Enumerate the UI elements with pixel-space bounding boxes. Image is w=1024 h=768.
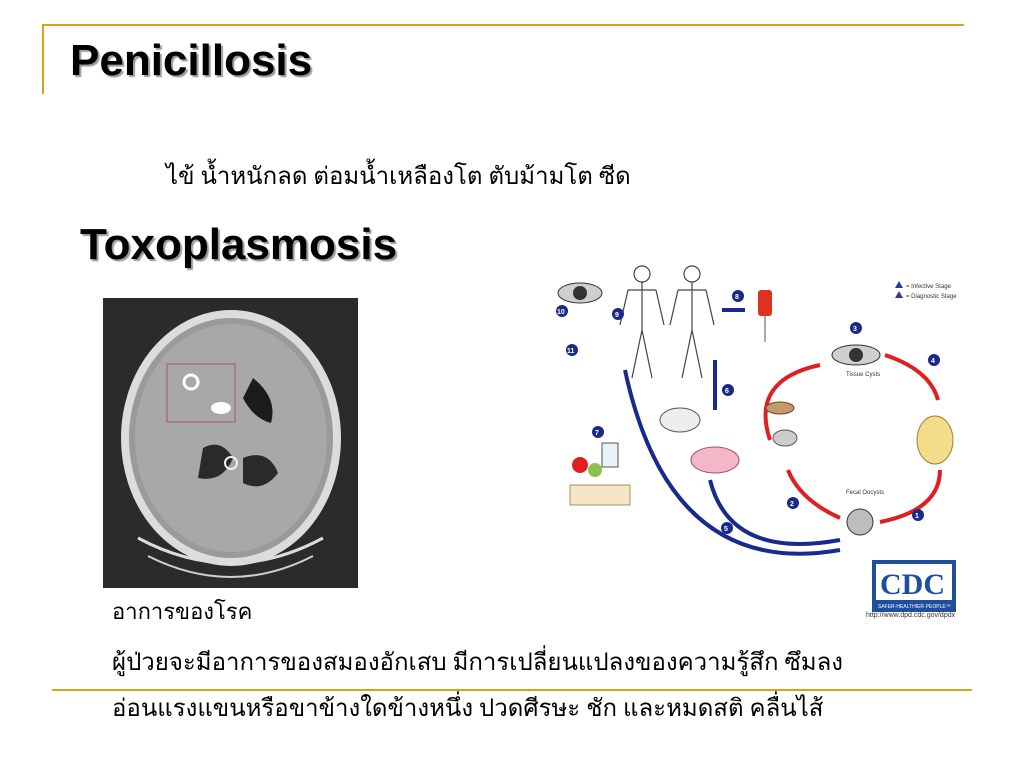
slide-title-penicillosis: Penicillosis: [70, 36, 313, 85]
svg-text:5: 5: [724, 526, 728, 533]
symptoms-label: อาการของโรค: [112, 599, 253, 624]
svg-text:8: 8: [735, 294, 739, 301]
svg-text:10: 10: [557, 309, 565, 316]
penicillosis-symptoms: ไข้ น้ำหนักลด ต่อมน้ำเหลืองโต ตับม้ามโต …: [166, 164, 631, 190]
human-figures: [619, 265, 715, 379]
svg-text:= Infective Stage: = Infective Stage: [906, 284, 952, 290]
svg-text:6: 6: [725, 388, 729, 395]
svg-text:7: 7: [595, 430, 599, 437]
svg-text:SAFER·HEALTHIER·PEOPLE™: SAFER·HEALTHIER·PEOPLE™: [878, 604, 951, 610]
toxoplasma-life-cycle-diagram: = Infective Stage = Diagnostic Stage Tis…: [550, 260, 970, 570]
svg-text:1: 1: [915, 513, 919, 520]
slide-title-toxoplasmosis: Toxoplasmosis: [80, 220, 398, 269]
bottom-rule: [52, 689, 972, 691]
symptoms-line-1: ผู้ป่วยจะมีอาการของสมองอักเสบ มีการเปลี่…: [112, 650, 844, 676]
top-rule: [44, 24, 964, 26]
left-rule: [42, 24, 44, 94]
svg-text:4: 4: [931, 358, 935, 365]
cdc-logo: CDC SAFER·HEALTHIER·PEOPLE™: [872, 560, 956, 612]
svg-text:Fecal Oocysts: Fecal Oocysts: [846, 490, 884, 496]
symptoms-line-2: อ่อนแรงแขนหรือขาข้างใดข้างหนึ่ง ปวดศีรษะ…: [112, 696, 824, 722]
svg-text:9: 9: [615, 312, 619, 319]
svg-text:CDC: CDC: [880, 568, 945, 601]
cdc-url: http://www.dpd.cdc.gov/dpdx: [866, 612, 956, 619]
svg-text:= Diagnostic Stage: = Diagnostic Stage: [906, 294, 957, 300]
ct-brain-scan-image: [103, 298, 358, 588]
step-markers: 10 9 11 8 3 4 6 7 2 5 1: [556, 290, 940, 534]
svg-text:11: 11: [567, 348, 575, 355]
svg-text:Tissue Cysts: Tissue Cysts: [846, 372, 880, 378]
svg-text:3: 3: [853, 326, 857, 333]
svg-text:2: 2: [790, 501, 794, 508]
